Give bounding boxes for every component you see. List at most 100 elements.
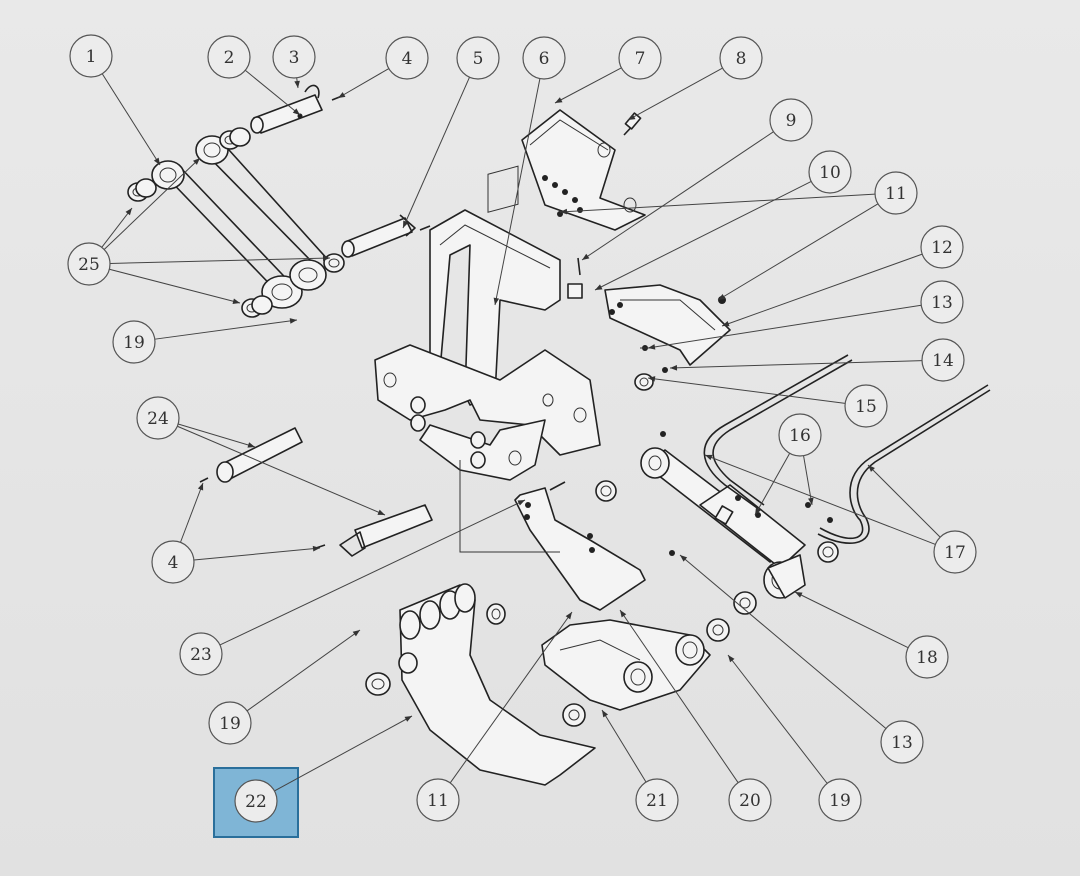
callout-number: 8 <box>736 49 747 69</box>
callout-circle <box>635 778 679 822</box>
leader-arrow-c1-0 <box>153 157 160 165</box>
callout-number: 16 <box>789 426 811 446</box>
leader-line-c13a-0 <box>647 304 922 349</box>
callout-c12[interactable]: 12 <box>920 225 964 269</box>
leader-lines <box>101 67 941 792</box>
leader-arrow-c7-0 <box>555 97 563 103</box>
part-main-frame <box>375 166 600 480</box>
callout-circle <box>69 34 113 78</box>
callout-c18[interactable]: 18 <box>905 635 949 679</box>
callout-c14[interactable]: 14 <box>921 338 965 382</box>
leader-arrow-c2-0 <box>292 108 300 115</box>
callout-c16[interactable]: 16 <box>778 413 822 457</box>
callout-circle <box>207 35 251 79</box>
callout-c21[interactable]: 21 <box>635 778 679 822</box>
part-bracket-23 <box>460 460 645 610</box>
callout-circle <box>456 36 500 80</box>
callout-number: 21 <box>646 791 668 811</box>
leader-arrow-c9-0 <box>582 253 590 260</box>
callout-c19b[interactable]: 19 <box>208 701 252 745</box>
callout-number: 23 <box>190 645 212 665</box>
callout-circle <box>272 35 316 79</box>
leader-arrow-c11b-0 <box>565 612 572 620</box>
callout-c3[interactable]: 3 <box>272 35 316 79</box>
callout-c2[interactable]: 2 <box>207 35 251 79</box>
leader-line-c25-1 <box>103 157 201 250</box>
leader-arrow-c16-1 <box>808 497 814 505</box>
callout-circle <box>179 632 223 676</box>
part-lower-arm-21 <box>542 550 756 726</box>
callout-c11b[interactable]: 11 <box>416 778 460 822</box>
leader-line-c11b-0 <box>449 611 573 784</box>
callout-c19a[interactable]: 19 <box>112 320 156 364</box>
leader-arrow-c19c-0 <box>728 655 735 663</box>
leader-arrow-c14-0 <box>670 364 678 371</box>
leader-line-c10-0 <box>594 180 812 291</box>
callout-number: 9 <box>786 111 797 131</box>
callout-circle <box>818 778 862 822</box>
callout-c15[interactable]: 15 <box>844 384 888 428</box>
callout-c22[interactable]: 22 <box>234 779 278 823</box>
callout-c9[interactable]: 9 <box>769 98 813 142</box>
leader-arrow-c11a-1 <box>718 293 726 300</box>
callout-circle <box>385 36 429 80</box>
leader-arrow-c23-0 <box>517 500 525 506</box>
leader-line-c13b-0 <box>679 554 887 729</box>
leader-arrow-c25-0 <box>125 208 132 216</box>
callout-number: 15 <box>855 397 877 417</box>
leader-arrow-c17-1 <box>868 465 875 472</box>
callout-circle <box>769 98 813 142</box>
callout-c4b[interactable]: 4 <box>151 540 195 584</box>
callout-number: 11 <box>885 184 907 204</box>
part-side-mount <box>568 258 730 365</box>
callout-number: 3 <box>289 48 300 68</box>
callout-c5[interactable]: 5 <box>456 36 500 80</box>
callout-c7[interactable]: 7 <box>618 36 662 80</box>
callout-c4a[interactable]: 4 <box>385 36 429 80</box>
leader-line-c4b-0 <box>179 482 204 543</box>
callout-number: 20 <box>739 791 761 811</box>
callout-c13a[interactable]: 13 <box>920 280 964 324</box>
leader-line-c12-0 <box>721 253 923 327</box>
callout-c17[interactable]: 17 <box>933 530 977 574</box>
leader-arrow-c4b-1 <box>312 545 320 552</box>
callout-circle <box>234 779 278 823</box>
leader-line-c19c-0 <box>727 654 828 784</box>
callout-c10[interactable]: 10 <box>808 150 852 194</box>
callout-c1[interactable]: 1 <box>69 34 113 78</box>
callout-number: 13 <box>891 733 913 753</box>
callout-circle <box>136 396 180 440</box>
leader-line-c18-0 <box>794 591 909 649</box>
callout-circle <box>778 413 822 457</box>
leader-line-c23-0 <box>219 499 526 646</box>
callout-c11a[interactable]: 11 <box>874 171 918 215</box>
callout-c6[interactable]: 6 <box>522 36 566 80</box>
callout-c25[interactable]: 25 <box>67 242 111 286</box>
leader-arrow-c16-0 <box>755 507 761 515</box>
callout-circle <box>618 36 662 80</box>
callout-number: 19 <box>219 714 241 734</box>
leader-line-c19b-0 <box>246 629 361 712</box>
callout-number: 4 <box>402 49 413 69</box>
leader-arrow-c3-0 <box>294 80 300 88</box>
callout-number: 25 <box>78 255 100 275</box>
callout-number: 14 <box>932 351 954 371</box>
callout-c8[interactable]: 8 <box>719 36 763 80</box>
leader-arrow-c8-0 <box>628 114 636 120</box>
leader-arrow-c19b-0 <box>352 630 360 637</box>
leader-line-c19a-0 <box>154 319 298 340</box>
callout-circle <box>522 36 566 80</box>
callout-c24[interactable]: 24 <box>136 396 180 440</box>
leader-line-c21-0 <box>601 709 647 783</box>
callout-number: 18 <box>916 648 938 668</box>
leader-arrow-c4b-0 <box>197 483 204 491</box>
callout-c20[interactable]: 20 <box>728 778 772 822</box>
callout-c19c[interactable]: 19 <box>818 778 862 822</box>
leader-line-c9-0 <box>581 131 774 261</box>
callout-circle <box>920 280 964 324</box>
callout-c23[interactable]: 23 <box>179 632 223 676</box>
leader-line-c14-0 <box>669 360 923 369</box>
leader-arrow-c24-0 <box>247 442 255 448</box>
callout-number: 24 <box>147 409 169 429</box>
callout-c13b[interactable]: 13 <box>880 720 924 764</box>
